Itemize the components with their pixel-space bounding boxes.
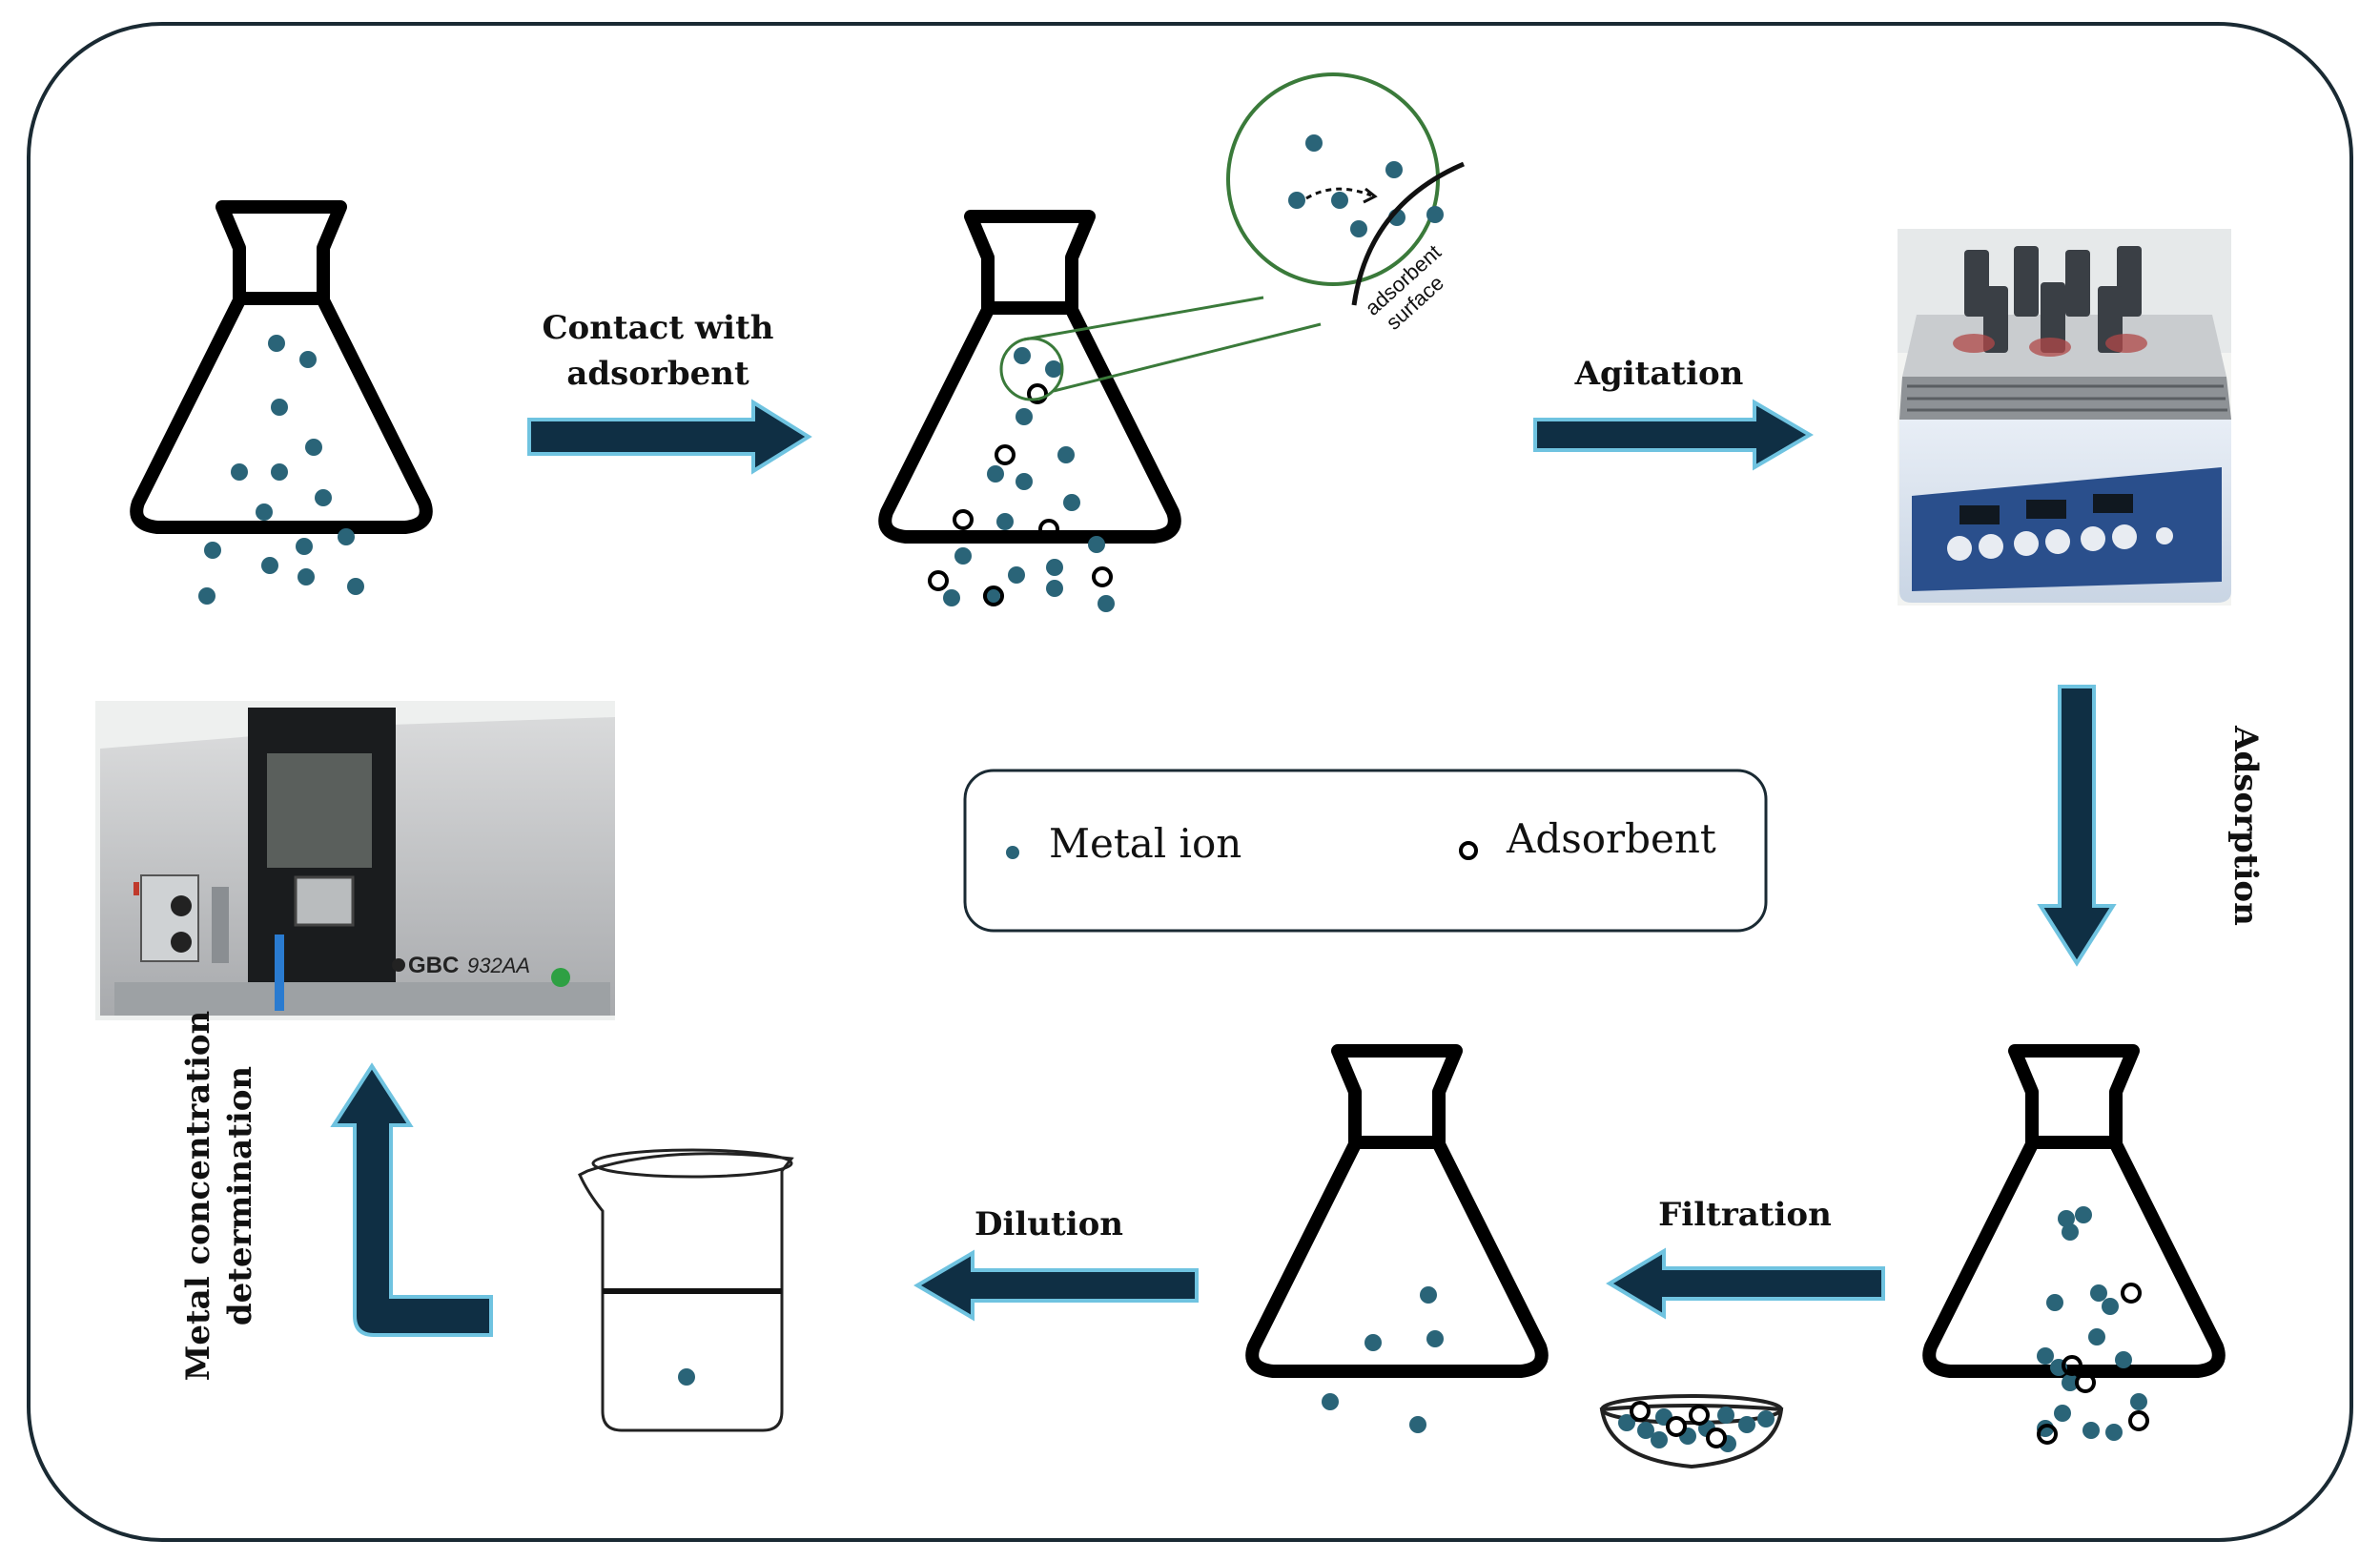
arrow-icon [527, 399, 812, 475]
filter-dish-icon [1599, 1394, 1784, 1469]
legend-metal-ion-marker [1006, 846, 1019, 859]
filtration-label: Filtration [1658, 1196, 1832, 1234]
agitation-label: Agitation [1574, 355, 1744, 393]
legend-metal-ion-label: Metal ion [1049, 820, 1242, 867]
beaker-icon [578, 1148, 794, 1432]
flask-icon [1252, 1051, 1542, 1433]
arrow-icon [913, 1249, 1199, 1322]
determination-label: Metal concentration determination [177, 986, 261, 1406]
instrument-brand: GBC [408, 953, 459, 978]
arrow-icon [330, 1062, 493, 1337]
outer-frame [27, 22, 2353, 1542]
flask-icon [1929, 1051, 2219, 1445]
arrow-icon [2037, 685, 2117, 967]
arrow-icon [1606, 1247, 1885, 1320]
legend-adsorbent-marker [1459, 841, 1478, 860]
zoom-bubble: adsorbent surface [999, 72, 1465, 401]
contact-label: Contact with adsorbent [515, 305, 801, 397]
spectrometer-icon: GBC 932AA [95, 701, 615, 1020]
dilution-label: Dilution [974, 1205, 1124, 1243]
contact-label-line2: adsorbent [566, 355, 749, 393]
flask-icon [136, 207, 426, 605]
instrument-model: 932AA [467, 954, 530, 977]
legend-adsorbent-label: Adsorbent [1507, 815, 1716, 862]
arrow-icon [1533, 399, 1814, 471]
flask-icon [885, 216, 1175, 612]
determination-label-line2: determination [221, 1065, 259, 1326]
adsorption-label: Adsorption [2226, 726, 2265, 926]
determination-label-line1: Metal concentration [179, 1010, 217, 1382]
contact-label-line1: Contact with [542, 309, 774, 347]
shaker-icon [1898, 229, 2231, 606]
legend-box [963, 769, 1768, 933]
